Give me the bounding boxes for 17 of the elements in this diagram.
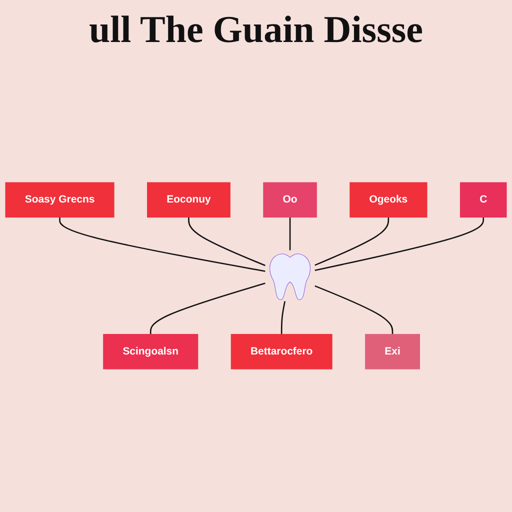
node-box: C bbox=[460, 182, 507, 218]
connector bbox=[289, 218, 291, 250]
title: ull The Guain Dissse bbox=[88, 8, 424, 52]
node-box: Eoconuy bbox=[147, 182, 230, 218]
connector bbox=[314, 286, 394, 334]
node-box: Exi bbox=[365, 334, 420, 370]
node-box: Scingoalsn bbox=[103, 334, 198, 370]
connector bbox=[150, 282, 266, 334]
node-box: Ogeoks bbox=[350, 182, 428, 218]
node-box: Soasy Grecns bbox=[5, 182, 114, 218]
connector bbox=[314, 218, 484, 272]
connector bbox=[280, 301, 286, 334]
node-box: Bettarocfero bbox=[230, 334, 332, 370]
connector bbox=[188, 218, 266, 266]
connector bbox=[314, 218, 390, 266]
node-box: Oo bbox=[263, 182, 317, 218]
connector bbox=[59, 218, 266, 272]
